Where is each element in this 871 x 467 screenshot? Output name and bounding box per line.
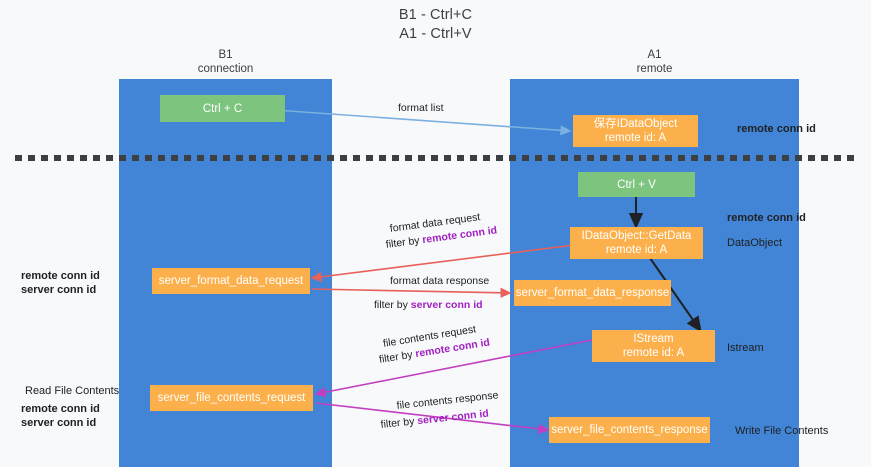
title-line-2: A1 - Ctrl+V xyxy=(399,26,472,42)
column-header-b1: B1 connection xyxy=(119,48,332,76)
edge-label-format-list: format list xyxy=(398,102,444,114)
node-idataobject-getdata-line2: remote id: A xyxy=(605,244,668,256)
node-server-format-data-request-label: server_format_data_request xyxy=(158,275,304,287)
annotation-left-server-conn-id: server conn id xyxy=(21,284,97,296)
column-header-a1-line2: remote xyxy=(636,63,673,75)
annotation-left-bottom-server-conn-id: server conn id xyxy=(21,417,97,429)
edge-label-format-data-response-filter: filter by server conn id xyxy=(374,298,483,312)
node-istream-line2: remote id: A xyxy=(622,347,685,359)
annotation-left-read-file-contents: Read File Contents xyxy=(25,385,120,397)
node-server-file-contents-response[interactable]: server_file_contents_response xyxy=(549,417,710,443)
annotation-left-remote-conn-id: remote conn id xyxy=(21,270,100,282)
node-save-idataobject-line1: 保存IDataObject xyxy=(593,118,678,130)
annotation-left-bottom-remote-conn-id: remote conn id xyxy=(21,403,100,415)
annotation-right-dataobject: DataObject xyxy=(727,237,783,249)
node-ctrl-c[interactable]: Ctrl + C xyxy=(160,95,285,122)
node-istream-line1: IStream xyxy=(633,333,674,345)
arrow-format-data-response xyxy=(311,287,512,298)
node-ctrl-v[interactable]: Ctrl + V xyxy=(578,172,695,197)
edge-label-format-data-response: format data response xyxy=(390,275,490,287)
title-line-1: B1 - Ctrl+C xyxy=(398,7,473,23)
node-server-file-contents-request[interactable]: server_file_contents_request xyxy=(150,385,313,411)
node-server-format-data-response-label: server_format_data_response xyxy=(515,287,670,299)
node-server-file-contents-request-label: server_file_contents_request xyxy=(157,392,306,404)
column-header-b1-line2: connection xyxy=(197,63,254,75)
filter-key-server-conn-id: server conn id xyxy=(410,299,483,311)
node-save-idataobject[interactable]: 保存IDataObject remote id: A xyxy=(573,115,698,147)
filter-prefix: filter by xyxy=(385,234,424,251)
annotation-right-istream: Istream xyxy=(727,342,764,354)
annotation-right-top-remote-conn-id: remote conn id xyxy=(737,123,816,135)
filter-prefix: filter by xyxy=(380,415,418,431)
phase-divider xyxy=(15,155,858,161)
annotation-right-write-file-contents: Write File Contents xyxy=(735,425,829,437)
column-header-a1: A1 remote xyxy=(510,48,799,76)
column-header-a1-line1: A1 xyxy=(647,49,662,61)
node-ctrl-c-label: Ctrl + C xyxy=(202,102,243,115)
filter-prefix: filter by xyxy=(374,299,411,311)
node-idataobject-getdata-line1: IDataObject::GetData xyxy=(581,230,692,242)
node-server-format-data-request[interactable]: server_format_data_request xyxy=(152,268,310,294)
node-ctrl-v-label: Ctrl + V xyxy=(617,178,656,191)
diagram-title: B1 - Ctrl+C A1 - Ctrl+V xyxy=(0,6,871,44)
node-idataobject-getdata[interactable]: IDataObject::GetData remote id: A xyxy=(570,227,703,259)
node-save-idataobject-line2: remote id: A xyxy=(604,132,667,144)
filter-key-server-conn-id: server conn id xyxy=(416,407,490,428)
column-header-b1-line1: B1 xyxy=(218,49,233,61)
node-server-format-data-response[interactable]: server_format_data_response xyxy=(514,280,671,306)
node-server-file-contents-response-label: server_file_contents_response xyxy=(551,424,708,436)
node-istream[interactable]: IStream remote id: A xyxy=(592,330,715,362)
annotation-right-mid-remote-conn-id: remote conn id xyxy=(727,212,806,224)
